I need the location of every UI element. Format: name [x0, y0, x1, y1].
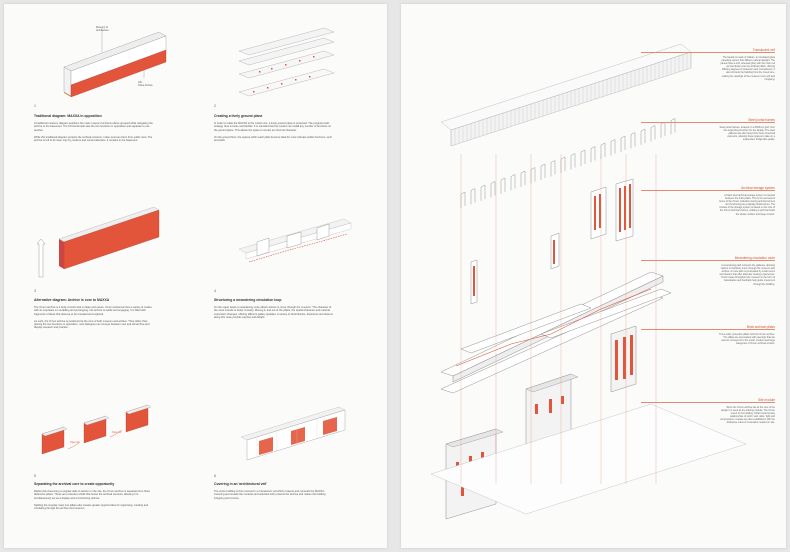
- callout-line: [641, 52, 775, 53]
- callout-line: [641, 402, 775, 403]
- callout-title: Site module: [758, 398, 775, 402]
- portal-frame: [630, 132, 636, 149]
- portal-frame: [670, 118, 676, 135]
- portal-frame: [660, 121, 666, 138]
- diagram-circulation-loop: [238, 218, 352, 263]
- step-number: 4: [214, 289, 216, 293]
- portal-frame: [610, 139, 616, 156]
- step-title: Creating a lively ground plane: [214, 114, 263, 118]
- portal-frame: [650, 125, 656, 142]
- callout-archive: Gift Clone Archive: [138, 81, 153, 87]
- callout-text: A black steel archival storage system is…: [719, 194, 775, 216]
- portal-frame: [570, 153, 576, 170]
- step-title: Covering in an 'architectural veil': [214, 482, 268, 486]
- step-body: Rather than becoming a singular slab of …: [34, 490, 150, 511]
- portal-frame: [480, 184, 486, 201]
- left-sheet: Museum of Architecture Gift Clone Archiv…: [4, 4, 387, 548]
- portal-frame: [500, 177, 506, 194]
- portal-frame: [620, 135, 626, 152]
- portal-frame: [530, 167, 536, 184]
- diagram-separated-pillars: [41, 404, 152, 455]
- callout-line: [641, 190, 775, 191]
- diagram-ground-plane: [238, 27, 335, 97]
- callout-line: [641, 260, 775, 261]
- diagram-traditional: [63, 28, 167, 98]
- callout-line: [641, 122, 775, 123]
- portal-frame: [580, 149, 586, 166]
- callout-title: Meandering circulation route: [734, 256, 775, 260]
- callout-title: Steel portal frames: [748, 118, 775, 122]
- callout-text: The facade is made of Glulam, an insulat…: [720, 56, 776, 81]
- step-title: Traditional diagram: MAXXA in opposition: [34, 114, 102, 118]
- step-title: Alternative diagram: Archive is core to …: [34, 298, 110, 302]
- step-body: In order to relate the MAXXA to the Cree…: [214, 122, 332, 143]
- step-number: 1: [34, 104, 36, 108]
- callout-text: Since the Ornon archive lies at the core…: [720, 406, 775, 425]
- callout-text: Three solid, protective pillars hold the…: [719, 333, 775, 346]
- callout-title: Brick archival pillars: [746, 325, 775, 329]
- callout-museum: Museum of Architecture: [96, 26, 109, 32]
- callout-line: [641, 329, 775, 330]
- portal-frame: [490, 181, 496, 198]
- portal-frame: [540, 163, 546, 180]
- step-body: The entire building is then covered in a…: [214, 490, 326, 500]
- portal-frame: [560, 156, 566, 173]
- diagram-veil: [240, 406, 346, 461]
- portal-frame: [640, 128, 646, 145]
- portal-frame: [460, 191, 466, 208]
- portal-frame: [520, 170, 526, 187]
- loop-label: Open Air: [112, 431, 122, 434]
- portal-frame: [600, 142, 606, 159]
- callout-title: Translucent veil: [752, 48, 775, 52]
- step-body: A traditional museum diagram positions t…: [34, 122, 153, 143]
- step-number: 3: [34, 289, 36, 293]
- portal-frame: [590, 146, 596, 163]
- step-number: 6: [214, 474, 216, 478]
- callout-title: Archival storage system: [741, 186, 775, 190]
- step-number: 5: [34, 474, 36, 478]
- callout-text: A meandering path connects the galleries…: [719, 264, 775, 286]
- exploded-axonometric: [430, 43, 747, 520]
- step-body: The Ornon archive is a body of work vita…: [34, 306, 152, 330]
- portal-frame: [470, 188, 476, 205]
- callout-text: Steel portal frames, arrayed on a 3600mm…: [719, 126, 775, 142]
- loop-label: Open Air: [70, 441, 80, 444]
- portal-frame: [550, 160, 556, 177]
- right-sheet: Translucent veil The facade is made of G…: [401, 4, 786, 548]
- step-body: On the upper levels a meandering route a…: [214, 306, 333, 320]
- diagram-archive-core: [36, 206, 160, 278]
- step-title: Separating the archival core to create o…: [34, 482, 115, 486]
- portal-frame: [510, 174, 516, 191]
- step-title: Structuring a meandering circulation loo…: [214, 298, 282, 302]
- step-number: 2: [214, 104, 216, 108]
